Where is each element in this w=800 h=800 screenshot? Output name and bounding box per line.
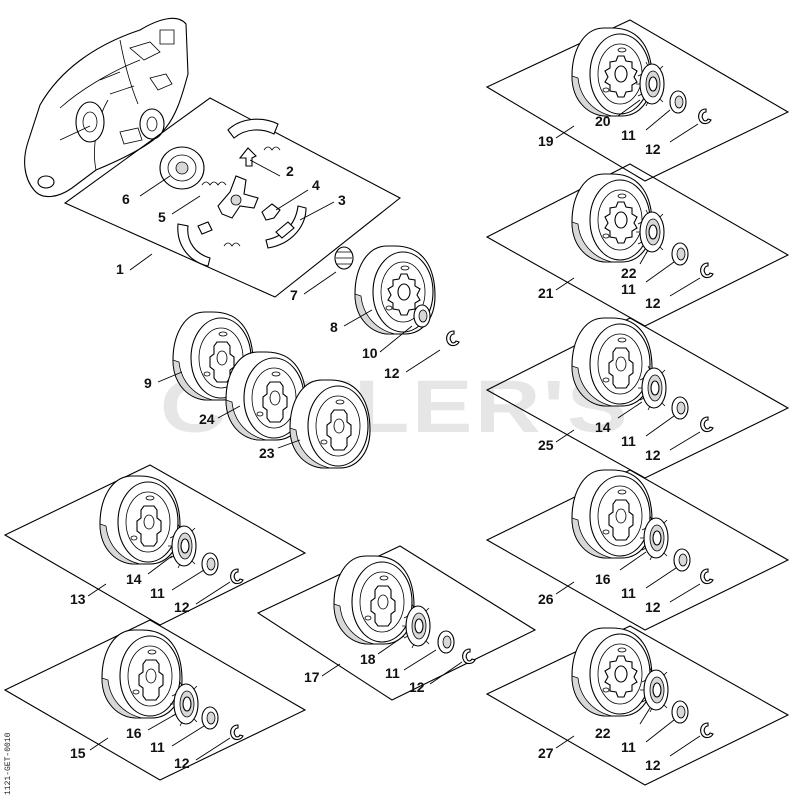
callout-11: 11 [621,739,636,755]
callout-25: 25 [538,437,554,453]
callout-5: 5 [158,209,166,225]
callout-12: 12 [645,599,661,615]
callout-19: 19 [538,133,554,149]
group-rim-kit-13: 14 11 12 13 [3,464,307,626]
callout-13: 13 [70,591,86,607]
callout-12: 12 [645,141,661,157]
callout-12: 12 [409,679,425,695]
callout-11: 11 [621,281,636,297]
callout-11: 11 [150,585,165,601]
callout-14: 14 [126,571,142,587]
group-rim-kit-27: 22 11 12 27 [485,625,790,786]
callout-11: 11 [621,585,636,601]
group-rim-kit-21: 22 11 12 21 [485,163,790,327]
group-loose-drums: 9 24 23 [144,312,370,468]
group-rim-kit-19: 20 11 12 19 [485,19,790,182]
group-rim-kit-26: 16 11 12 26 [485,469,790,631]
callout-8: 8 [330,319,338,335]
callout-15: 15 [70,745,86,761]
callout-2: 2 [286,163,294,179]
callout-20: 20 [595,113,611,129]
callout-11: 11 [621,433,636,449]
image-code: 1121-GET-0010 [4,732,13,795]
callout-12: 12 [645,757,661,773]
group-rim-kit-15: 16 11 12 15 [3,619,307,781]
callout-18: 18 [360,651,376,667]
callout-12: 12 [384,365,400,381]
callout-11: 11 [385,665,400,681]
callout-16: 16 [126,725,142,741]
callout-23: 23 [259,445,275,461]
callout-3: 3 [338,192,346,208]
group-clutch-assembly: 6 5 2 4 3 1 [63,97,402,298]
callout-11: 11 [621,127,636,143]
callout-12: 12 [174,755,190,771]
callout-6: 6 [122,191,130,207]
callout-7: 7 [290,287,298,303]
callout-16: 16 [595,571,611,587]
callout-26: 26 [538,591,554,607]
callout-22: 22 [621,265,637,281]
callout-12: 12 [174,599,190,615]
callout-1: 1 [116,261,124,277]
callout-12: 12 [645,447,661,463]
callout-24: 24 [199,411,215,427]
callout-21: 21 [538,285,554,301]
callout-12: 12 [645,295,661,311]
callout-11: 11 [150,739,165,755]
group-drum-8: 7 8 10 12 [290,246,460,381]
group-rim-kit-25: 14 11 12 25 [485,317,790,479]
callout-17: 17 [304,669,320,685]
callout-9: 9 [144,375,152,391]
callout-10: 10 [362,345,378,361]
callout-22: 22 [595,725,611,741]
group-rim-kit-17: 18 11 12 17 [256,545,537,701]
saw-housing-illustration [24,17,189,198]
callout-4: 4 [312,177,320,193]
callout-14: 14 [595,419,611,435]
callout-27: 27 [538,745,554,761]
